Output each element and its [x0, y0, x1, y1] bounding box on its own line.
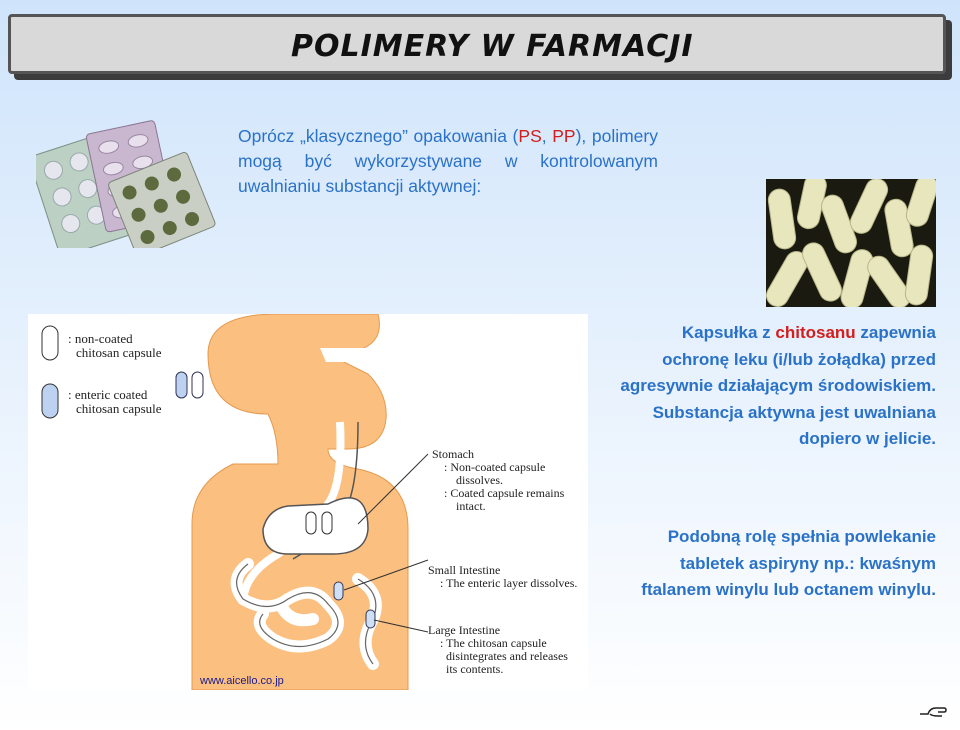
legend-noncoated-l2: chitosan capsule [76, 345, 162, 360]
chitosan-paragraph: Kapsułka z chitosanu zapewnia ochronę le… [620, 320, 936, 453]
intro-text-1: Oprócz „klasycznego” opakowania ( [238, 126, 519, 146]
large-intestine-title: Large Intestine [428, 623, 501, 637]
page-title: POLIMERY W FARMACJI [291, 29, 694, 64]
small-intestine-line1: : The enteric layer dissolves. [440, 576, 578, 590]
chitosan-word: chitosanu [775, 323, 856, 342]
para1-text-b: zapewnia ochronę leku (i/lub żołądka) pr… [620, 323, 936, 448]
small-intestine-label: Small Intestine : The enteric layer diss… [428, 564, 577, 590]
stomach-line2: dissolves. [456, 473, 504, 487]
blister-pack-image [36, 120, 216, 248]
stomach-label: Stomach : Non-coated capsule dissolves. … [432, 448, 564, 513]
legend-noncoated: : non-coated chitosan capsule [68, 332, 162, 360]
stomach-line3: : Coated capsule remains [444, 486, 565, 500]
intro-text-2: ), polimery mogą być wykorzystywane w ko… [238, 126, 658, 196]
digestive-diagram: : non-coated chitosan capsule : enteric … [28, 313, 588, 691]
para1-text-a: Kapsułka z [681, 323, 776, 342]
legend-noncoated-l1: : non-coated [68, 331, 133, 346]
legend-enteric-l1: : enteric coated [68, 387, 148, 402]
stomach-title: Stomach [432, 447, 474, 461]
large-intestine-line1: : The chitosan capsule [440, 636, 547, 650]
intro-paragraph: Oprócz „klasycznego” opakowania (PS, PP)… [238, 124, 658, 199]
legend-enteric: : enteric coated chitosan capsule [68, 388, 162, 416]
legend-enteric-l2: chitosan capsule [76, 401, 162, 416]
hand-pointer-icon[interactable] [918, 702, 948, 722]
ps-abbrev: PS [518, 126, 542, 146]
intro-comma: , [541, 126, 553, 146]
large-intestine-line2: disintegrates and releases [446, 649, 568, 663]
stomach-line1: : Non-coated capsule [444, 460, 546, 474]
pp-abbrev: PP [552, 126, 576, 146]
source-link[interactable]: www.aicello.co.jp [200, 675, 284, 687]
capsules-photo [766, 179, 936, 307]
small-intestine-title: Small Intestine [428, 563, 501, 577]
large-intestine-label: Large Intestine : The chitosan capsule d… [428, 624, 568, 676]
aspirin-paragraph: Podobną rolę spełnia powlekanie tabletek… [641, 527, 936, 599]
large-intestine-line3: its contents. [446, 662, 504, 676]
stomach-line4: intact. [456, 499, 486, 513]
title-bar: POLIMERY W FARMACJI [8, 14, 946, 74]
